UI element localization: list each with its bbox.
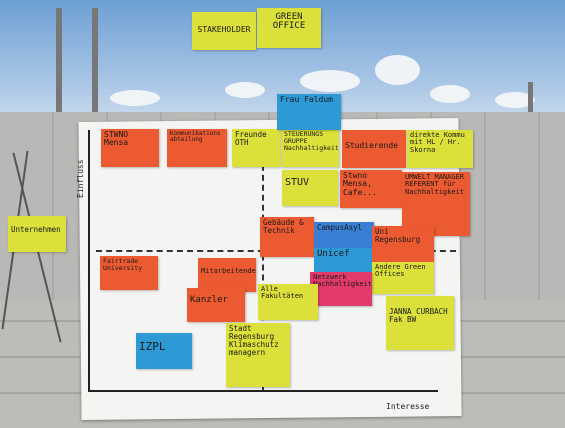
cloud [430,85,470,103]
note-direkte-kommu: direkte Kommu mit HL / Hr. Skorna [407,130,473,168]
quadrant-divider-vertical [262,135,264,390]
note-netzwerk: Netzwerk Nachhaltigkeit [310,272,372,306]
note-campusasyl: CampusAsyl [314,222,374,248]
side-note-unternehmen: Unternehmen [8,216,66,252]
note-steuerungsgruppe: STEUERUNGS GRUPPE Nachhaltigkeit [281,129,339,167]
note-alle-fakultaeten: Alle Fakultäten [258,284,318,320]
note-studierende: Studierende [342,130,406,168]
note-mitarbeitende: Mitarbeitende [198,258,256,292]
cloud [495,92,535,108]
x-axis-label: Interesse [386,402,430,411]
note-uni-regensburg: Uni Regensburg [372,226,434,262]
note-stwno-cafe: Stwno Mensa, Cafe... [340,170,402,208]
y-axis-line [88,130,90,392]
antenna-tower [92,8,98,113]
antenna-tower [528,82,533,112]
note-frau-faldum: Frau Faldum [277,94,341,130]
note-unicef: Unicef [314,248,372,272]
note-stwno-mensa: STWNO Mensa [101,129,159,167]
note-freunde-oth: Freunde OTH [232,129,280,167]
cloud [110,90,160,106]
note-fairtrade-university: Fairtrade University [100,256,158,290]
note-umweltmanager: UMWELT MANAGER REFERENT für Nachhaltigke… [402,172,470,236]
cloud [375,55,420,85]
note-izpl: IZPL [136,333,192,369]
note-gebaeude-technik: Gebäude & Technik [260,217,314,257]
note-stadt-regensburg: Stadt Regensburg Klimaschutz managern [226,323,290,387]
y-axis-label: Einfluss [76,159,85,198]
cloud [225,82,265,98]
x-axis-line [88,390,438,392]
note-andere-green-offices: Andere Green Offices [372,262,434,294]
note-kanzler: Kanzler [187,288,245,322]
cloud [300,70,360,92]
note-janna-curbach: JANNA CURBACH Fak BW [386,296,454,350]
title-note-green-office: GREEN OFFICE [257,8,321,48]
antenna-tower [56,8,62,113]
note-stuv: STUV [282,170,338,206]
title-note-stakeholder: STAKEHOLDER [192,12,256,50]
note-kommunikation: Kommunikations abteilung [167,129,227,167]
